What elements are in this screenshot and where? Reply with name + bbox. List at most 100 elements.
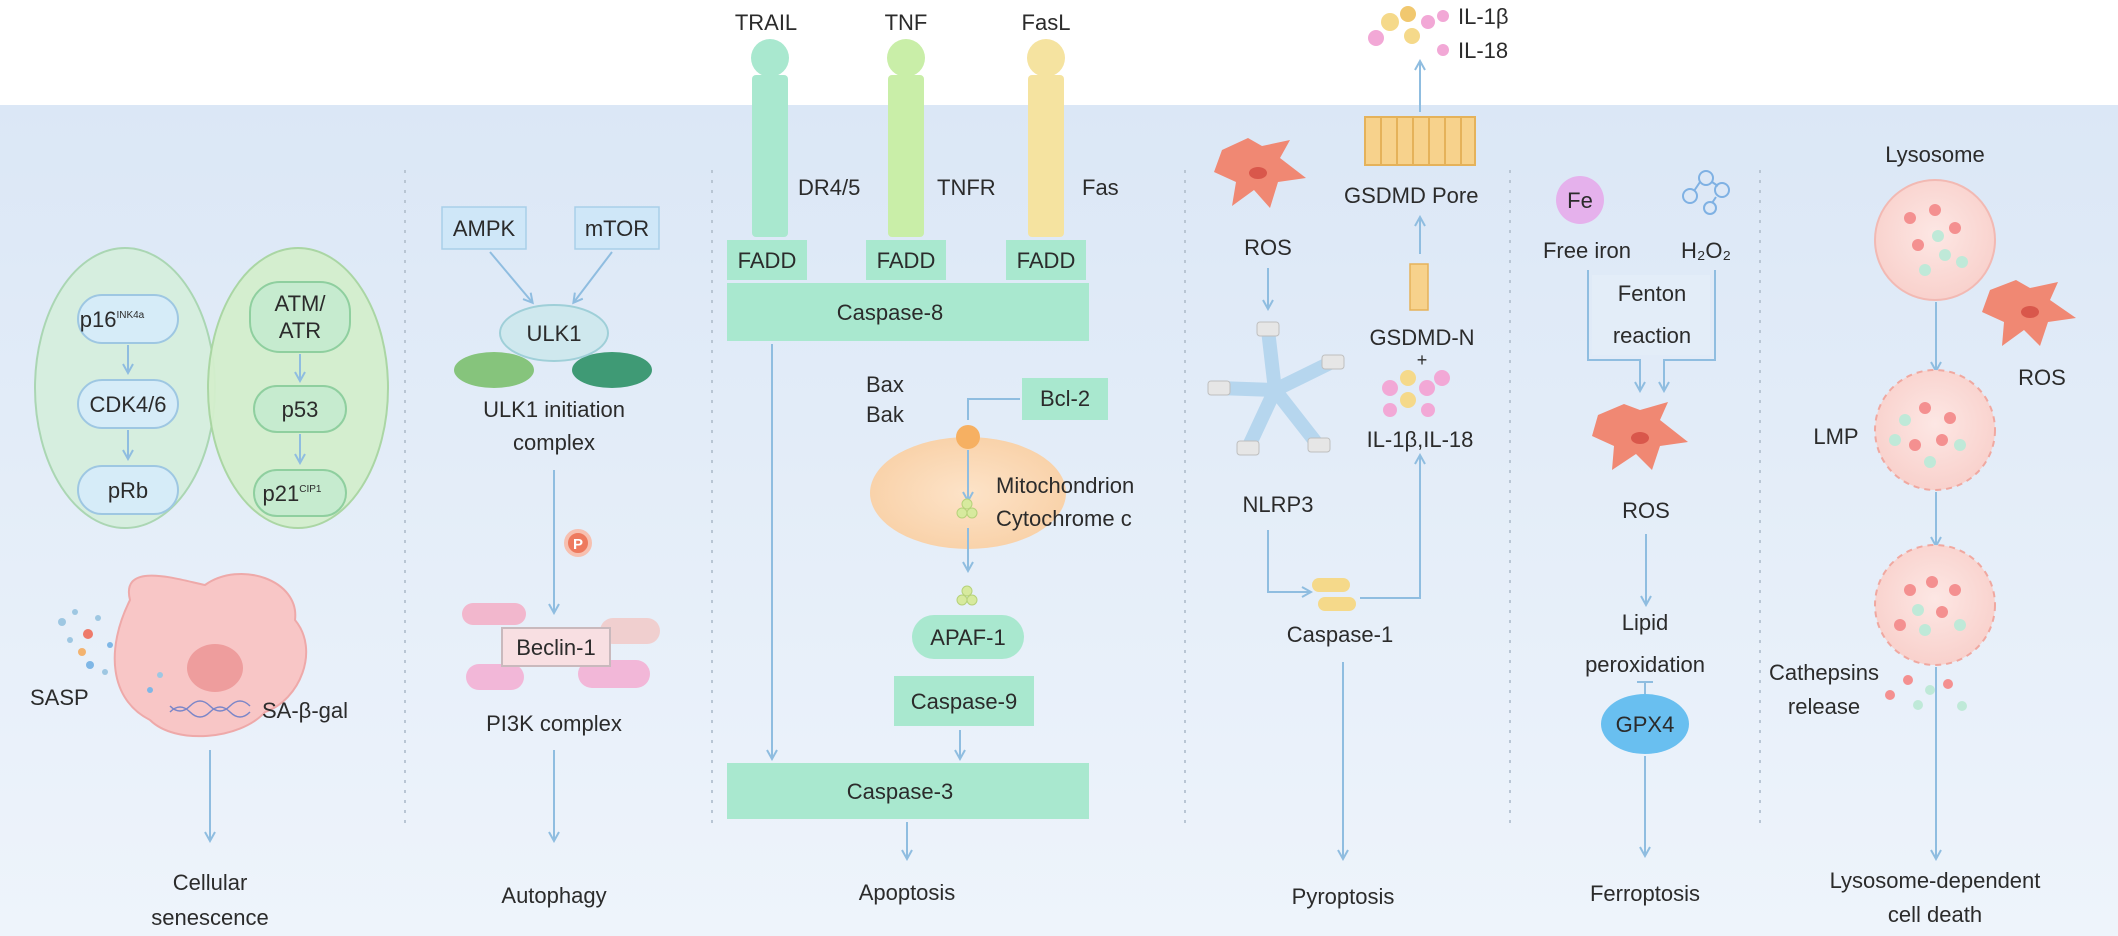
caspase1-label: Caspase-1 — [1287, 622, 1393, 647]
pi3k-subunit-3 — [466, 664, 524, 690]
beclin1-node — [501, 627, 611, 667]
caspase1-icon-top — [1312, 578, 1350, 592]
fas-label: Fas — [1082, 175, 1119, 200]
plus-label: + — [1417, 350, 1428, 370]
mitochondrion-label: Mitochondrion — [996, 473, 1134, 498]
released-cathepsins — [1885, 675, 1967, 711]
beclin1-label: Beclin-1 — [516, 635, 595, 660]
prb-node — [77, 465, 179, 515]
cytochrome-c-label: Cytochrome c — [996, 506, 1132, 531]
il1b-dot — [1437, 10, 1449, 22]
il-particles-top — [1368, 6, 1435, 46]
caspase9-label: Caspase-9 — [911, 689, 1017, 714]
atm-label: ATM/ — [275, 291, 327, 316]
mtor-label: mTOR — [585, 216, 649, 241]
ulk1-left-subunit — [454, 352, 534, 388]
lysosome-title-1: Lysosome-dependent — [1830, 868, 2041, 893]
bcl2-node — [1022, 378, 1108, 420]
ulk1-complex-label-2: complex — [513, 430, 595, 455]
p16-sup: INK4a — [116, 310, 144, 321]
gpx4-node — [1601, 694, 1689, 754]
fenton-label-1: Fenton — [1618, 281, 1687, 306]
lipid-label-1: Lipid — [1622, 610, 1668, 635]
cdk46-node — [77, 379, 179, 429]
prb-label: pRb — [108, 478, 148, 503]
fadd-2 — [866, 240, 946, 280]
lysosome-section: Lysosome ROS LMP — [1769, 142, 2076, 927]
lysosome-lmp — [1874, 369, 1996, 491]
arrow-mtor-ulk1 — [574, 251, 613, 302]
senescence-section: p16INK4a CDK4/6 pRb ATM/ ATR p53 p21CIP1 — [30, 247, 389, 930]
cdk46-label: CDK4/6 — [89, 392, 166, 417]
pi3k-subunit-1 — [462, 603, 526, 625]
ros-lyso-label: ROS — [2018, 365, 2066, 390]
p16-node — [77, 294, 179, 344]
apoptosis-section: TRAIL TNF FasL DR4/5 TNFR Fas FADD FADD … — [727, 10, 1134, 905]
gsdmd-pore-label: GSDMD Pore — [1344, 183, 1478, 208]
ferroptosis-section: Fe Free iron H₂O₂ Fenton reaction ROS Li… — [1543, 170, 1731, 906]
gsdmd-n-icon — [1409, 263, 1429, 311]
caspase3-bar — [727, 763, 1089, 819]
iron-icon — [1556, 176, 1604, 224]
fenton-box — [1592, 275, 1710, 355]
p53-label: p53 — [282, 397, 319, 422]
fadd-3-label: FADD — [1017, 248, 1076, 273]
fadd-1-label: FADD — [738, 248, 797, 273]
arrow-iron-fenton — [1587, 270, 1640, 390]
ros-core — [1249, 167, 1267, 179]
lysosome-contents-1 — [1904, 204, 1968, 276]
ferroptosis-title: Ferroptosis — [1590, 881, 1700, 906]
lysosome-contents-3 — [1894, 576, 1966, 636]
ros-core — [2021, 306, 2039, 318]
apaf1-node — [912, 615, 1024, 659]
dr45-label: DR4/5 — [798, 175, 860, 200]
nlrp3-caps — [1207, 321, 1345, 456]
section-dividers — [404, 170, 1761, 830]
lmp-label: LMP — [1813, 424, 1858, 449]
cathepsins-label: Cathepsins — [1769, 660, 1879, 685]
ros-ferro-label: ROS — [1622, 498, 1670, 523]
release-label: release — [1788, 694, 1860, 719]
arrow-caspase1-gsdmd — [1360, 456, 1420, 599]
atm-atr-node — [249, 281, 351, 353]
p53-node — [253, 385, 347, 433]
lysosome-ruptured — [1874, 544, 1996, 666]
ampk-label: AMPK — [453, 216, 516, 241]
bax-bak-pore — [956, 425, 980, 449]
ulk1-right-subunit — [572, 352, 652, 388]
caspase9-node — [894, 676, 1034, 726]
pi3k-subunit-2 — [600, 618, 660, 644]
lipid-label-2: peroxidation — [1585, 652, 1705, 677]
caspase8-bar — [727, 283, 1089, 341]
cytochrome-c-released-icon — [956, 585, 978, 606]
senescence-title-1: Cellular — [173, 870, 248, 895]
pi3k-complex-label: PI3K complex — [486, 711, 622, 736]
svg-text:p16INK4a: p16INK4a — [80, 307, 145, 332]
arrow-h2o2-fenton — [1664, 270, 1716, 390]
ros-core — [1631, 432, 1649, 444]
tnf-label: TNF — [885, 10, 928, 35]
h2o2-label: H₂O₂ — [1681, 238, 1731, 263]
gsdmd-n-label: GSDMD-N — [1369, 325, 1474, 350]
il-mix-particles — [1382, 370, 1450, 417]
sa-b-gal-label: SA-β-gal — [262, 698, 348, 723]
caspase1-icon-bottom — [1318, 597, 1356, 611]
h2o2-molecule-icon — [1682, 170, 1730, 215]
phosphate-label: P — [573, 536, 583, 553]
gsdmd-pore-icon — [1364, 116, 1476, 166]
ros-pyro-label: ROS — [1244, 235, 1292, 260]
tnfr-receptor — [888, 75, 924, 237]
phosphate-icon — [564, 529, 592, 557]
tnf-ligand — [887, 39, 925, 77]
bcl2-label: Bcl-2 — [1040, 386, 1090, 411]
gpx4-label: GPX4 — [1616, 712, 1675, 737]
trail-ligand — [751, 39, 789, 77]
caspase8-label: Caspase-8 — [837, 300, 943, 325]
apaf1-label: APAF-1 — [930, 625, 1005, 650]
apoptosis-title: Apoptosis — [859, 880, 956, 905]
ulk1-complex-label-1: ULK1 initiation — [483, 397, 625, 422]
il-mix-label: IL-1β,IL-18 — [1367, 427, 1474, 452]
arrow-ampk-ulk1 — [489, 251, 532, 302]
